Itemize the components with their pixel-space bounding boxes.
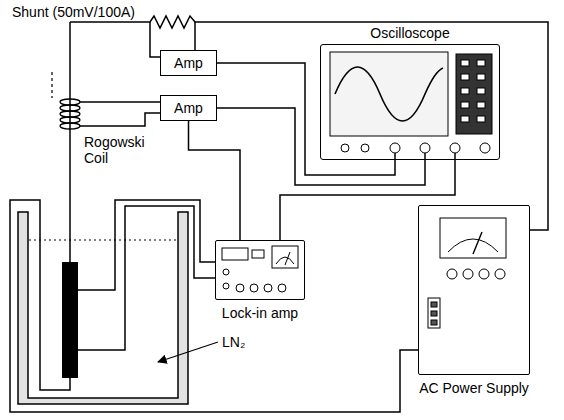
current-wire [70,16,548,230]
shunt-tap [194,22,196,50]
power-supply-box: AC Power Supply [418,205,530,375]
amp-box: Amp [160,95,217,121]
shunt-label: Shunt (50mV/100A) [12,4,135,20]
node-label: Oscilloscope [370,25,449,41]
dewar-wall [18,212,188,404]
signal-wire [280,160,455,240]
node-label: Amp [174,100,203,116]
leader-line [158,342,218,362]
sample-conductor [62,262,78,378]
node-label: Amp [174,55,203,71]
coil-hidden-part [51,72,52,98]
power-supply-detail [428,218,506,328]
ln2-level [29,240,177,241]
lock-in-amp-box: Lock-in amp [215,240,305,300]
node-label: AC Power Supply [419,380,529,396]
signal-wire [217,108,425,185]
coil-lead [80,101,160,103]
coil-lead [80,113,160,126]
oscilloscope-detail [330,52,492,160]
lock-in-detail [222,246,298,292]
node-label: Lock-in amp [222,305,298,321]
amp-box: Amp [160,50,217,76]
voltage-tap [78,206,215,350]
return-wire [10,200,418,412]
current-lead [69,22,71,262]
oscilloscope-box: Oscilloscope [320,44,500,160]
signal-wire [217,63,395,175]
ln2-label: LN₂ [222,334,245,350]
signal-wire [189,121,241,240]
rogowski-coil-symbol [60,99,80,129]
shunt-tap [150,22,160,57]
coil-label: Rogowski Coil [84,134,156,166]
